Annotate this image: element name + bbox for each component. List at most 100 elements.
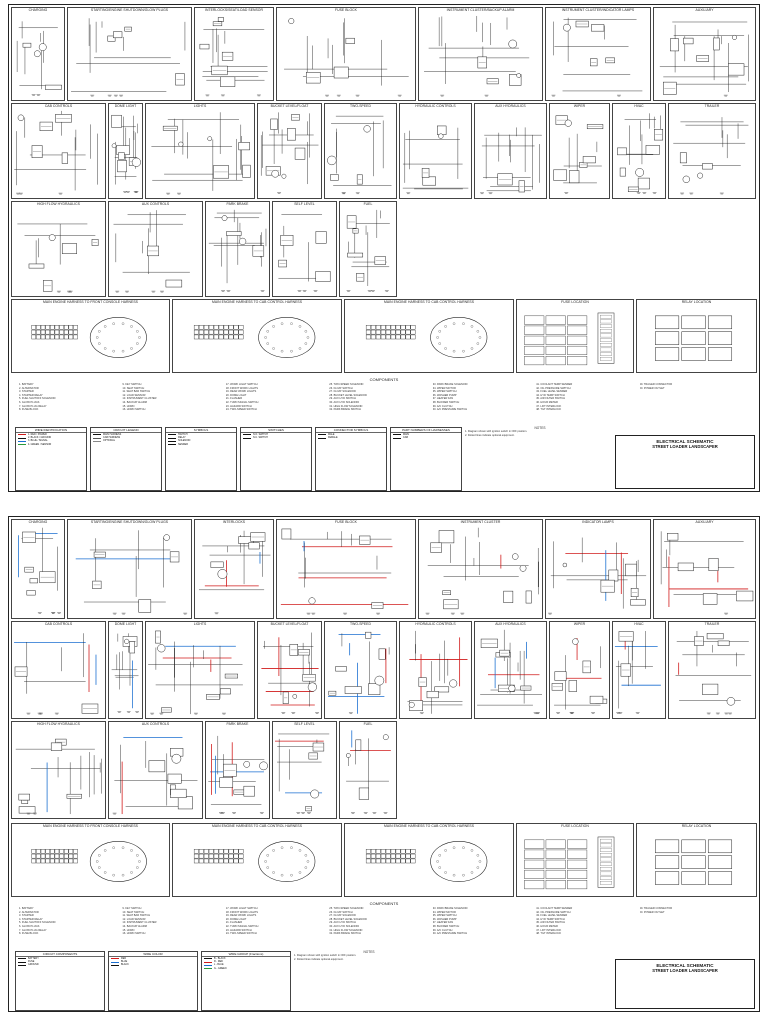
connector-pin	[385, 858, 391, 864]
component-box	[270, 118, 278, 130]
connector-socket	[98, 342, 101, 345]
connector-pin	[64, 853, 69, 859]
component-item: 46. HOUR METER	[536, 400, 558, 404]
component-box	[165, 279, 183, 288]
connector-pin	[59, 853, 64, 859]
ground-symbol	[569, 712, 574, 714]
connector-socket	[98, 854, 101, 857]
lamp-symbol	[572, 638, 579, 645]
panel-title: FUSE LOCATION	[561, 300, 589, 304]
component-item: 45. AIR FILTER SWITCH	[536, 397, 566, 401]
schematic-panel: MAIN ENGINE HARNESS TO FRONT CONSOLE HAR…	[11, 823, 170, 897]
ground-symbol	[315, 712, 319, 714]
component-item: 35. WIPER SWITCH	[432, 390, 457, 394]
ground-symbol	[39, 712, 43, 715]
relay	[707, 839, 733, 854]
fuse-slot	[545, 325, 566, 335]
component-item: 26. FLOAT SWITCH	[329, 910, 353, 914]
wiring-diagram	[553, 115, 604, 194]
connector-pin	[31, 849, 36, 854]
component-box	[437, 125, 447, 135]
component-box	[344, 686, 362, 694]
connector-pin	[233, 858, 239, 864]
wiring-diagram	[346, 209, 390, 292]
panel-title: CHARGING	[28, 520, 48, 524]
component-box	[706, 633, 724, 640]
connector-pin	[223, 853, 229, 859]
ground-symbol	[535, 712, 540, 714]
component-item: 20. DOME LIGHT	[225, 393, 247, 397]
component-item: 29. AUX HYD SWITCH	[329, 397, 356, 401]
legend-swatch	[168, 434, 176, 436]
component-box	[553, 169, 567, 181]
connector-pin	[193, 853, 199, 859]
connector-pin	[59, 325, 64, 330]
connector-pin	[390, 858, 396, 864]
component-box	[525, 590, 532, 604]
panel-title: HVAC	[634, 622, 644, 626]
ground-symbol	[372, 812, 377, 814]
component-item: 7. GLOW PLUG RELAY	[19, 928, 47, 932]
connector-pin	[385, 334, 391, 340]
connector-pin	[400, 849, 406, 854]
ground-symbol	[724, 612, 729, 615]
connector-socket	[272, 849, 275, 852]
schematic-panel: BUCKET LEVEL/FLOAT	[257, 103, 322, 199]
component-box	[294, 147, 306, 160]
fuse-slot	[567, 356, 588, 366]
component-item: 40. A/C PRESSURE SWITCH	[432, 932, 468, 936]
schematic-panel: WIPER	[549, 103, 610, 199]
legend-label: RELAY	[178, 436, 186, 440]
component-box	[111, 114, 122, 128]
fuse-slot	[545, 839, 566, 849]
relay	[681, 855, 706, 869]
ground-symbol	[564, 192, 569, 194]
component-box	[286, 128, 296, 141]
notes-title: NOTES	[534, 426, 546, 430]
component-item: 11. SEAT BAR SWITCH	[122, 390, 151, 394]
lamp-symbol	[271, 169, 280, 178]
ground-symbol	[488, 192, 493, 194]
fuse	[600, 871, 612, 876]
connector-pin	[40, 325, 46, 330]
fuse-slot	[545, 880, 566, 890]
panel-title: DOME LIGHT	[114, 622, 137, 626]
component-item: 38. BLOWER SWITCH	[432, 924, 460, 928]
legend-label: L - BLUE	[214, 963, 224, 967]
connector-socket	[462, 873, 465, 877]
lamp-symbol	[697, 172, 704, 179]
connector-pin	[68, 329, 74, 335]
connector-pin	[45, 858, 50, 864]
component-box	[728, 63, 745, 76]
legend-item: RELAY	[166, 436, 236, 439]
connector-pin	[203, 853, 209, 859]
connector-socket	[304, 866, 308, 869]
wiring-diagram	[14, 110, 98, 195]
schematic-panel: HIGH FLOW HYDRAULICS	[11, 201, 106, 297]
component-item: 48. TILT INTERLOCK	[536, 932, 562, 936]
panel-title: MAIN ENGINE HARNESS TO CAB CONTROL HARNE…	[383, 300, 475, 304]
legend-swatch	[93, 437, 101, 439]
component-item: 42. OIL PRESSURE SWITCH	[536, 386, 571, 390]
panel-title: LIGHTS	[193, 104, 207, 108]
component-item: 18. FRONT WORK LIGHTS	[225, 386, 258, 390]
legend-item: FUSE	[16, 960, 104, 963]
lamp-symbol	[131, 157, 141, 167]
schematic-panel: STARTING/ENGINE SHUTDOWN/GLOW PLUGS	[67, 519, 192, 619]
schematic-panel: HVAC	[612, 621, 666, 719]
legend-swatch	[393, 437, 401, 439]
schematic-panel: FUEL	[339, 721, 397, 819]
component-box	[226, 231, 242, 236]
panel-title: PARK BRAKE	[226, 202, 249, 206]
component-item: 25. TWO-SPEED SOLENOID	[329, 383, 364, 386]
wiring-diagram	[111, 114, 141, 193]
legend-label: SOLENOID	[178, 439, 191, 443]
fuse-slot	[524, 849, 545, 859]
component-item: 5. FUEL SHUTOFF SOLENOID	[19, 921, 56, 925]
connector-socket	[304, 854, 308, 857]
fuse-slot	[545, 869, 566, 879]
ground-symbol	[680, 192, 685, 195]
wiring-diagram	[75, 530, 188, 615]
component-box	[210, 561, 224, 568]
